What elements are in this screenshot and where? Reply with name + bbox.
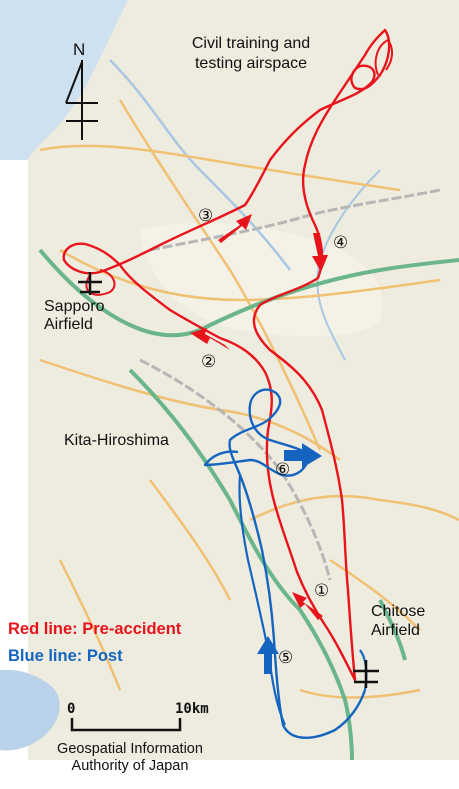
chitose-airfield-icon (353, 660, 379, 688)
direction-arrows (190, 214, 328, 674)
kita-hiroshima-label: Kita-Hiroshima (64, 432, 169, 449)
marker-2: ② (201, 352, 217, 372)
scale-bar (70, 718, 182, 732)
sapporo-airfield-label: Sapporo Airfield (44, 298, 105, 334)
chitose-airfield-label: Chitose Airfield (371, 603, 426, 640)
flight-track-post (203, 388, 367, 739)
airspace-label-line1: Civil training and (191, 35, 311, 52)
river (109, 59, 291, 271)
airspace-label: Civil training and testing airspace (161, 35, 341, 73)
sapporo-label-line2: Airfield (44, 315, 93, 333)
flight-track-pre-accident-sapporo (85, 269, 116, 296)
map-credit: Geospatial Information Authority of Japa… (15, 741, 245, 776)
sapporo-airfield-icon (78, 272, 102, 295)
scale-end-label: 10km (175, 701, 209, 717)
flight-track-pre-accident (62, 28, 391, 682)
sea-ishikari-bay (0, 0, 128, 160)
marker-5: ⑤ (278, 648, 294, 668)
marker-3: ③ (198, 206, 214, 226)
flight-track-post-lower (238, 474, 287, 726)
legend-blue: Blue line: Post (8, 647, 123, 665)
chitose-label-line2: Airfield (371, 621, 420, 639)
lake-shikotsu (0, 669, 60, 751)
airspace-label-line2: testing airspace (194, 54, 308, 72)
sapporo-label-line1: Sapporo (44, 298, 105, 315)
chitose-label-line1: Chitose (371, 603, 426, 620)
north-label: N (73, 40, 86, 59)
expressways (38, 248, 459, 761)
credit-line1: Geospatial Information (57, 741, 203, 757)
arrow-red-1 (292, 592, 323, 620)
arrow-red-3 (218, 214, 252, 243)
marker-4: ④ (333, 233, 349, 253)
arrow-blue-5 (257, 636, 279, 674)
credit-line2: Authority of Japan (71, 758, 189, 775)
arrow-blue-6 (284, 443, 322, 468)
north-arrow-icon (65, 60, 98, 140)
marker-1: ① (314, 581, 330, 601)
arrow-red-2 (190, 328, 230, 350)
flight-track-pre-accident-loop (374, 38, 394, 76)
scale-start-label: 0 (67, 701, 76, 717)
land-area (28, 0, 459, 760)
legend-red: Red line: Pre-accident (8, 620, 182, 638)
marker-6: ⑥ (275, 460, 291, 480)
arrow-red-4 (312, 233, 328, 272)
